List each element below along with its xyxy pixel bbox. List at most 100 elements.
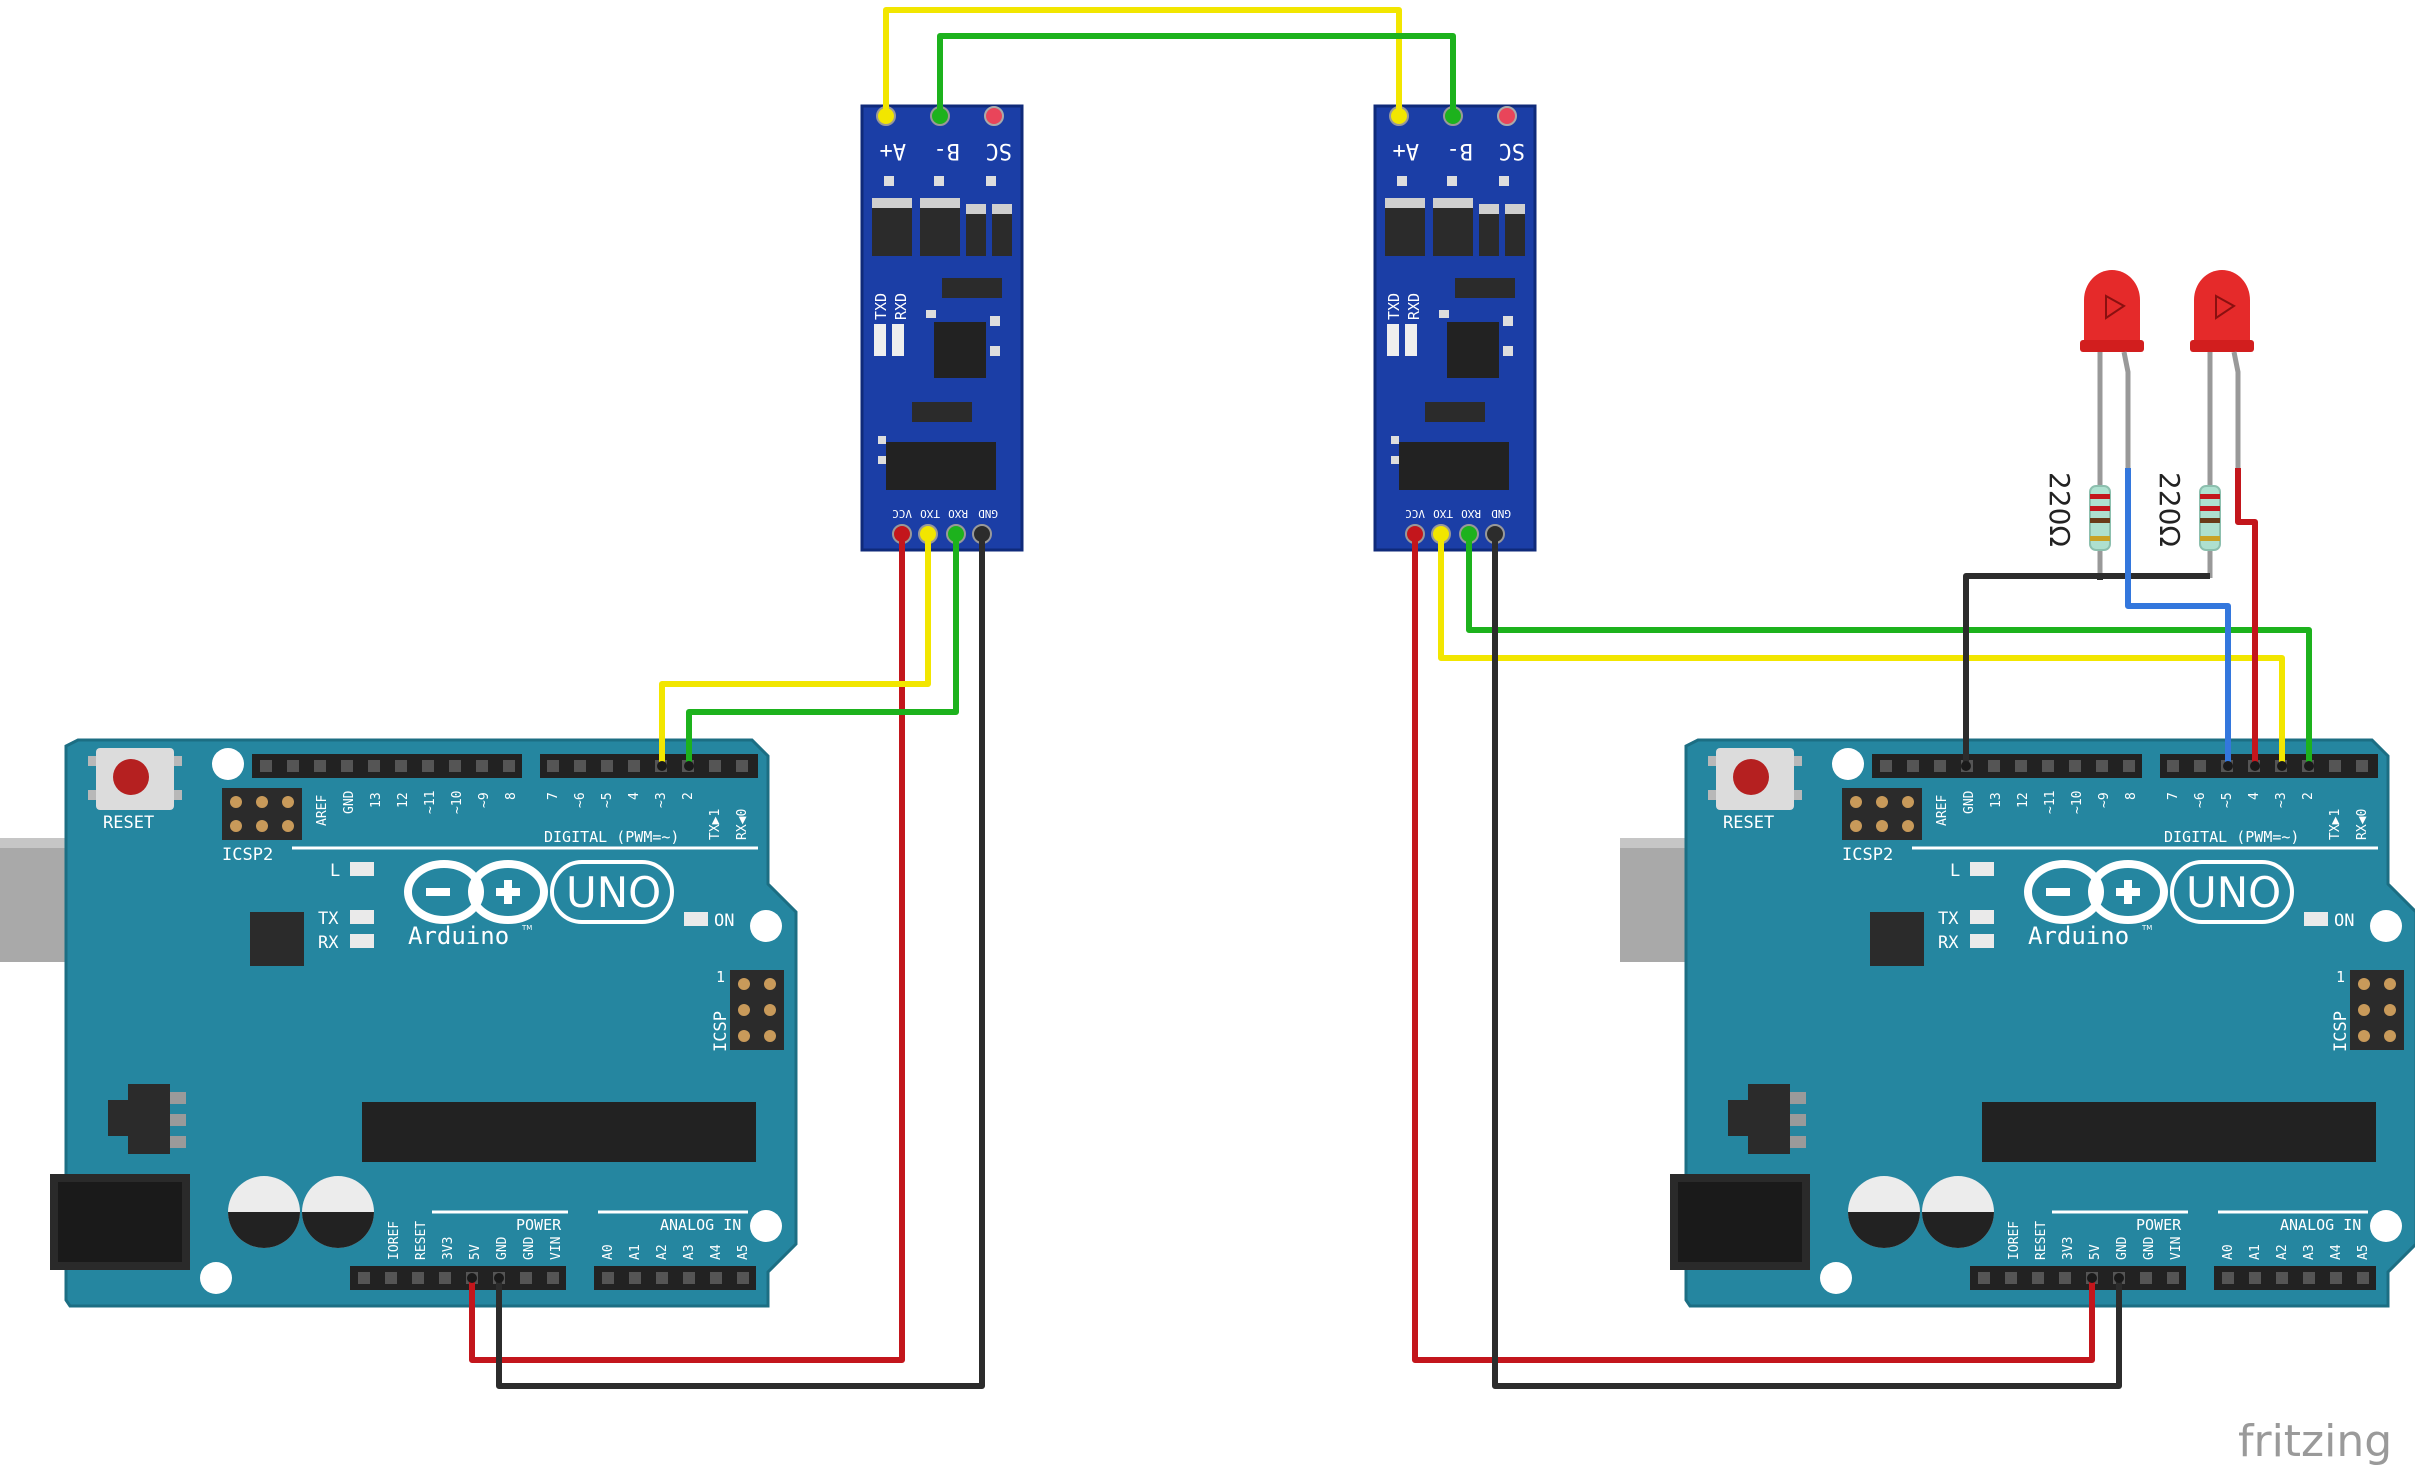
pin-label: AREF	[1935, 795, 1950, 826]
digital-header-low	[2160, 754, 2378, 778]
pin-label: 7	[2166, 792, 2181, 800]
power-header	[1970, 1266, 2186, 1290]
reset-button	[88, 748, 182, 810]
analog-pin-label: A2	[2275, 1244, 2290, 1260]
resistor-1	[2089, 470, 2111, 578]
analog-pin-label: A5	[736, 1244, 751, 1260]
wire-right-gnd	[1492, 534, 2122, 1389]
pin-label: 7	[546, 792, 561, 800]
rxd-label: RXD	[892, 293, 910, 320]
icsp-pin1: 1	[2336, 968, 2345, 986]
icsp2-label: ICSP2	[222, 845, 273, 865]
resistor-1-value: 220Ω	[2043, 472, 2076, 547]
pin-label: ~5	[2220, 792, 2235, 808]
reset-label: RESET	[103, 813, 154, 833]
pin-label: ~3	[654, 792, 669, 808]
pin-label: AREF	[315, 795, 330, 826]
analog-pin-label: A2	[655, 1244, 670, 1260]
tx-label: TX	[318, 909, 339, 929]
arduino-board-left: RESET ICSP2 AREF GND 13 12 ~11 ~10 ~9 8 …	[0, 738, 798, 1308]
analog-label: ANALOG IN	[660, 1216, 741, 1234]
on-label: ON	[2334, 911, 2354, 931]
wire-left-gnd	[496, 534, 985, 1389]
wire-left-txo	[659, 534, 931, 766]
reset-button	[1708, 748, 1802, 810]
rxd-label: RXD	[1405, 293, 1423, 320]
resistor-2-value: 220Ω	[2153, 472, 2186, 547]
icsp-header	[2350, 970, 2404, 1050]
rx-label: RX	[318, 933, 339, 953]
wire-right-vcc	[1412, 534, 2095, 1363]
pin-label: ~6	[2193, 792, 2208, 808]
power-pin-label: 3V3	[2061, 1237, 2076, 1260]
wire-bus-b	[937, 33, 1456, 116]
power-label: POWER	[516, 1216, 562, 1234]
power-pin-label: VIN	[549, 1237, 564, 1260]
uno-label: UNO	[566, 868, 661, 917]
wire-left-rxo	[686, 534, 959, 766]
pin-label: TX▶1	[708, 809, 723, 840]
pin-label: GND	[342, 790, 357, 814]
analog-pin-label: A4	[709, 1244, 724, 1260]
arduino-board-right: RESET ICSP2 AREF GND 13 12 ~11 ~10 ~9 8 …	[1620, 738, 2415, 1308]
arduino-logo	[2024, 860, 2168, 924]
analog-pin-label: A5	[2356, 1244, 2371, 1260]
power-pin-label: GND	[522, 1236, 537, 1260]
power-pin-label: 5V	[2088, 1244, 2103, 1260]
bus-label-sc: SC	[1499, 138, 1526, 163]
wire-right-rxo	[1466, 534, 2312, 766]
power-header	[350, 1266, 566, 1290]
power-pin-label: GND	[495, 1236, 510, 1260]
txd-label: TXD	[1385, 293, 1403, 320]
pin-label: ~11	[423, 791, 438, 814]
arduino-logo	[404, 860, 548, 924]
wire-led1-signal	[2125, 468, 2231, 766]
atmega-chip	[362, 1102, 756, 1162]
tm-label: TM	[2141, 924, 2152, 932]
pin-label: 13	[369, 792, 384, 808]
tx-label: TX	[1938, 909, 1959, 929]
pin-label: ~9	[2097, 792, 2112, 808]
icsp-label: ICSP	[2331, 1011, 2351, 1052]
pin-label: 4	[2247, 792, 2262, 800]
brand-label: Arduino	[408, 922, 509, 950]
atmega-chip	[1982, 1102, 2376, 1162]
txd-label: TXD	[872, 293, 890, 320]
wire-right-txo	[1438, 534, 2285, 766]
power-pin-label: VIN	[2169, 1237, 2184, 1260]
power-pin-label: GND	[2115, 1236, 2130, 1260]
analog-header	[594, 1266, 756, 1290]
digital-header-low	[540, 754, 758, 778]
uno-badge	[550, 860, 674, 924]
power-pin-label: IOREF	[2007, 1221, 2022, 1260]
logic-label: GND	[978, 507, 998, 520]
power-pin-label: 3V3	[441, 1237, 456, 1260]
fritzing-watermark: fritzing	[2238, 1416, 2392, 1467]
pin-label: TX▶1	[2328, 809, 2343, 840]
reset-label: RESET	[1723, 813, 1774, 833]
pin-label: ~3	[2274, 792, 2289, 808]
power-pin-label: IOREF	[387, 1221, 402, 1260]
icsp2-label: ICSP2	[1842, 845, 1893, 865]
pin-label: ~11	[2043, 791, 2058, 814]
pin-label: 12	[396, 792, 411, 808]
wire-led2-signal	[2235, 468, 2258, 766]
pin-label: RX◀0	[2355, 809, 2370, 840]
power-pin-label: RESET	[414, 1221, 429, 1260]
icsp-pin1: 1	[716, 968, 725, 986]
analog-pin-label: A3	[2302, 1244, 2317, 1260]
pin-label: 4	[627, 792, 642, 800]
icsp-label: ICSP	[711, 1011, 731, 1052]
led-2	[2190, 270, 2254, 475]
wires	[469, 7, 2312, 1389]
power-pin-label: RESET	[2034, 1221, 2049, 1260]
pin-label: 12	[2016, 792, 2031, 808]
rs485-module-left: A+ B- SC TXD RXD GND RXO TXO VCC	[860, 104, 1024, 552]
bus-label-b: B-	[934, 138, 961, 163]
analog-label: ANALOG IN	[2280, 1216, 2361, 1234]
power-pin-label: 5V	[468, 1244, 483, 1260]
icsp2-header	[1842, 788, 1922, 840]
uno-label: UNO	[2186, 868, 2281, 917]
pin-label: ~10	[450, 791, 465, 814]
